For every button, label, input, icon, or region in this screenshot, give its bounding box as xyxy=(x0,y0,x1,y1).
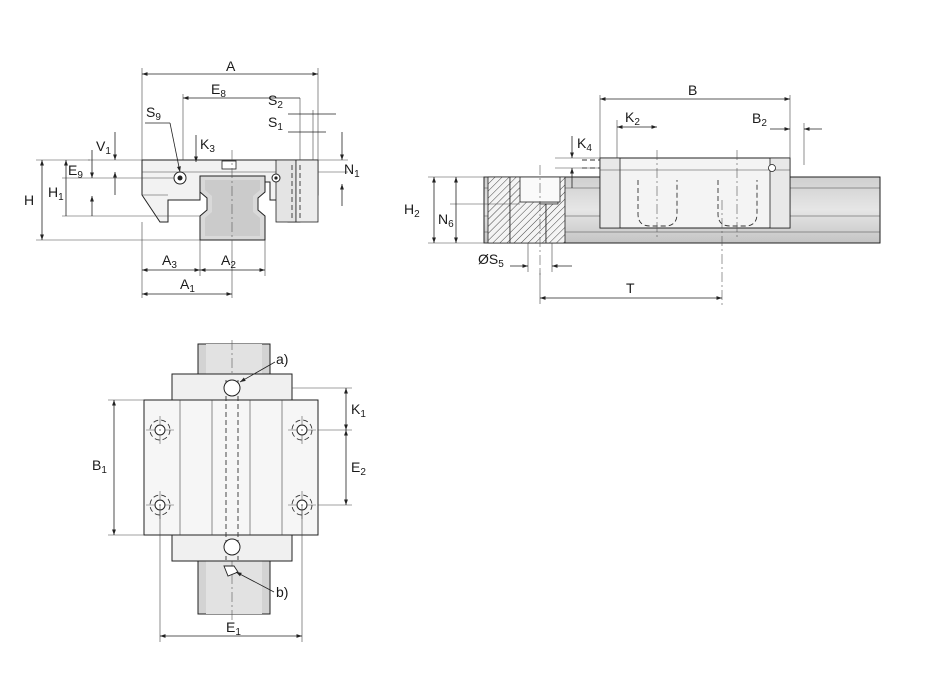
dim-B1-label: B1 xyxy=(92,457,107,476)
dim-E1-label: E1 xyxy=(226,619,241,638)
dim-K2-label: K2 xyxy=(625,109,640,128)
dim-T-label: T xyxy=(626,280,635,296)
dim-S5-label: ØS5 xyxy=(478,251,504,270)
note-a-label: a) xyxy=(276,351,288,367)
top-view: a) b) K1 E2 B1 E1 xyxy=(92,340,366,642)
dim-B-label: B xyxy=(688,82,697,98)
note-b-label: b) xyxy=(276,584,288,600)
dim-V1-label: V1 xyxy=(96,138,111,157)
dim-A2-label: A2 xyxy=(221,252,236,271)
dim-A1-label: A1 xyxy=(180,276,195,295)
dim-S1-label: S1 xyxy=(268,114,283,133)
dim-K4-label: K4 xyxy=(577,135,592,154)
dim-K1-label: K1 xyxy=(351,401,366,420)
dim-S9-label: S9 xyxy=(146,104,161,123)
dim-A-label: A xyxy=(226,58,236,74)
dim-H1-label: H1 xyxy=(48,184,64,203)
dim-S2-label: S2 xyxy=(268,92,283,111)
dim-N6-label: N6 xyxy=(438,211,454,230)
lube-port-b-icon xyxy=(223,538,241,556)
dim-N1-label: N1 xyxy=(344,161,360,180)
lube-port-icon xyxy=(768,164,776,172)
dim-E9-label: E9 xyxy=(68,162,83,181)
carriage-top xyxy=(143,399,319,536)
dim-H-label: H xyxy=(24,192,34,208)
lube-port-a-icon xyxy=(223,379,241,397)
carriage-body-side xyxy=(599,157,791,229)
dim-E8-label: E8 xyxy=(211,81,226,100)
dim-E2-label: E2 xyxy=(351,459,366,478)
end-plate xyxy=(275,159,297,223)
front-view: A E8 S2 S1 S9 K3 V1 E9 H1 xyxy=(24,58,360,298)
dim-B2-label: B2 xyxy=(752,110,767,129)
dim-K3-label: K3 xyxy=(200,136,215,155)
dim-H2-label: H2 xyxy=(404,201,420,220)
side-view: B K2 B2 K4 H2 N6 ØS5 T xyxy=(404,82,881,305)
dim-A3-label: A3 xyxy=(162,252,177,271)
